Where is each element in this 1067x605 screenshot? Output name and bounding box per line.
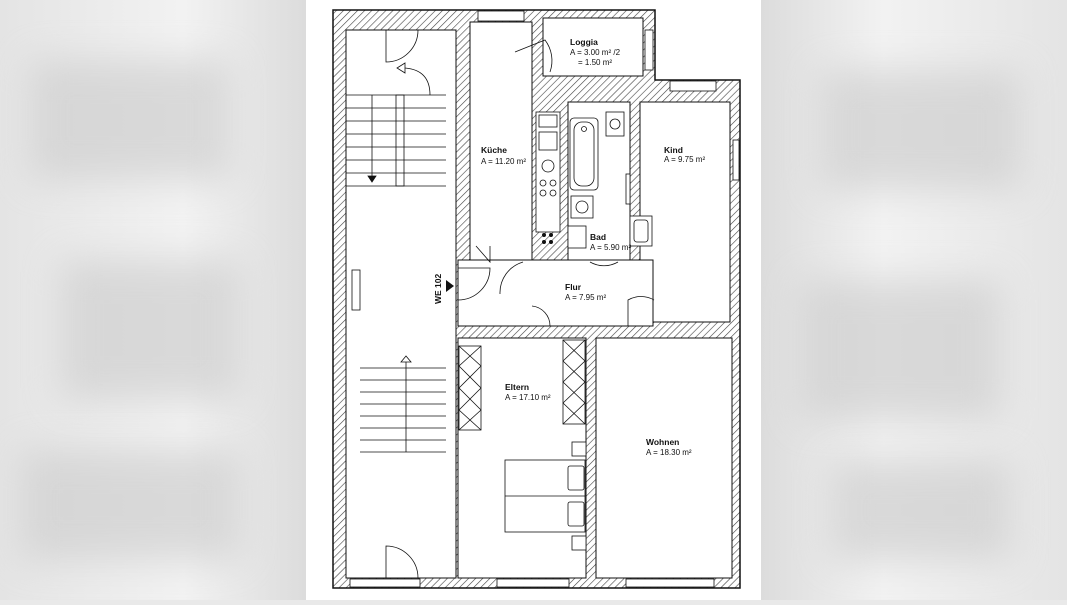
label-loggia: Loggia A = 3.00 m² /2 = 1.50 m² — [570, 37, 621, 67]
svg-text:= 1.50 m²: = 1.50 m² — [578, 58, 612, 67]
stairs-lower — [360, 355, 446, 453]
svg-text:Küche: Küche — [481, 145, 507, 155]
label-bad: Bad A = 5.90 m² — [590, 232, 631, 252]
label-wohnen: Wohnen A = 18.30 m² — [646, 437, 692, 457]
svg-text:A = 5.90 m²: A = 5.90 m² — [590, 243, 631, 252]
floor-plan-sheet: Loggia A = 3.00 m² /2 = 1.50 m² Küche A … — [306, 0, 761, 600]
blurred-background-left — [0, 0, 306, 600]
entry-arrow-icon — [446, 280, 454, 292]
svg-text:A = 17.10 m²: A = 17.10 m² — [505, 393, 551, 402]
wardrobes — [458, 339, 586, 431]
svg-text:A = 7.95 m²: A = 7.95 m² — [565, 293, 606, 302]
bath-fixtures — [567, 111, 653, 249]
windows — [349, 10, 740, 588]
label-kueche: Küche A = 11.20 m² — [481, 145, 526, 166]
svg-text:Wohnen: Wohnen — [646, 437, 679, 447]
svg-text:Flur: Flur — [565, 282, 582, 292]
blurred-background-right — [761, 0, 1067, 600]
svg-text:A = 9.75 m²: A = 9.75 m² — [664, 155, 705, 164]
svg-text:Kind: Kind — [664, 145, 683, 155]
svg-text:A = 11.20 m²: A = 11.20 m² — [481, 157, 526, 166]
svg-text:Eltern: Eltern — [505, 382, 529, 392]
svg-text:WE 102: WE 102 — [433, 273, 443, 304]
doors — [385, 29, 655, 579]
label-kind: Kind A = 9.75 m² — [664, 145, 705, 164]
unit-entry-marker: WE 102 — [433, 273, 454, 304]
label-eltern: Eltern A = 17.10 m² — [505, 382, 551, 402]
label-flur: Flur A = 7.95 m² — [565, 282, 606, 302]
svg-text:Loggia: Loggia — [570, 37, 598, 47]
stairs-upper — [346, 62, 446, 187]
svg-text:A = 3.00 m² /2: A = 3.00 m² /2 — [570, 48, 621, 57]
floor-plan-drawing: Loggia A = 3.00 m² /2 = 1.50 m² Küche A … — [332, 9, 741, 589]
kitchen-fixtures — [535, 111, 561, 244]
svg-text:Bad: Bad — [590, 232, 606, 242]
double-bed — [504, 441, 587, 551]
svg-text:A = 18.30 m²: A = 18.30 m² — [646, 448, 692, 457]
